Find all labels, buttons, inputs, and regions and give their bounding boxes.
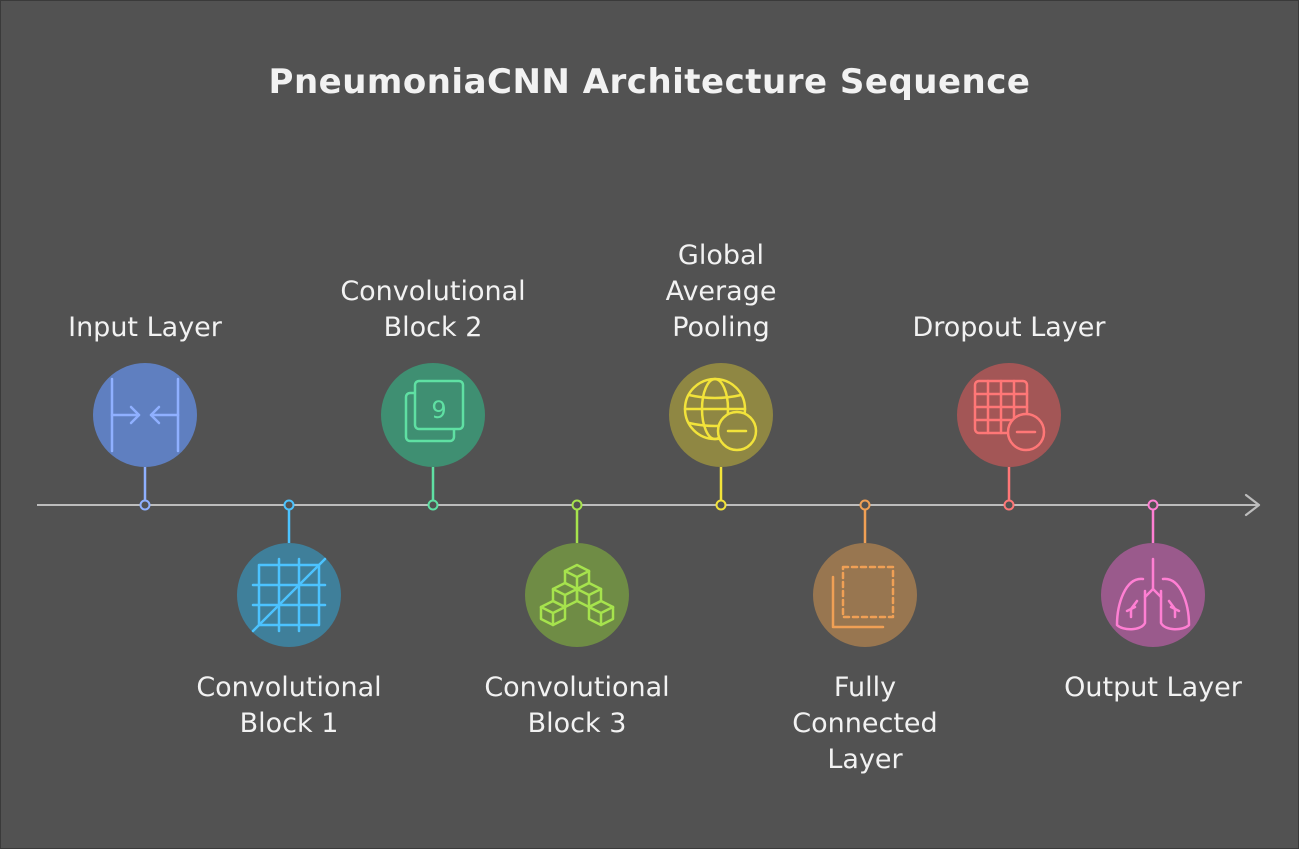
step-circle	[957, 363, 1061, 467]
step-node-6	[813, 499, 917, 647]
timeline-marker	[427, 499, 439, 511]
step-label: Dropout Layer	[912, 312, 1106, 343]
timeline-marker	[283, 499, 295, 511]
timeline-marker	[1147, 499, 1159, 511]
step-label: Global Average Pooling	[665, 240, 777, 343]
globe-minus-icon	[683, 377, 758, 452]
step-label: Convolutional Block 1	[196, 672, 382, 739]
stacked-nine-icon: 9	[404, 379, 465, 443]
step-node-3: 9	[381, 363, 485, 511]
step-label: Input Layer	[68, 312, 222, 343]
step-circle	[813, 543, 917, 647]
step-label: Convolutional Block 2	[340, 276, 526, 343]
timeline-marker	[1003, 499, 1015, 511]
step-node-8	[1101, 499, 1205, 647]
timeline-arrowhead	[1244, 493, 1261, 517]
timeline-marker	[715, 499, 727, 511]
diagram-title: PneumoniaCNN Architecture Sequence	[268, 62, 1031, 102]
timeline-marker	[571, 499, 583, 511]
timeline-marker	[859, 499, 871, 511]
table-minus-icon	[973, 379, 1046, 452]
step-label: Fully Connected Layer	[792, 672, 938, 775]
arrows-inward-icon	[110, 377, 180, 453]
step-circle	[1101, 543, 1205, 647]
step-circle	[93, 363, 197, 467]
svg-text:9: 9	[431, 396, 446, 424]
step-label: Convolutional Block 3	[484, 672, 670, 739]
grid-slash-icon	[251, 557, 327, 633]
step-label: Output Layer	[1064, 672, 1242, 703]
cubes-icon	[539, 563, 615, 627]
step-node-4	[525, 499, 629, 647]
timeline-marker	[139, 499, 151, 511]
dashed-square-icon	[831, 565, 895, 629]
lungs-icon	[1115, 557, 1191, 631]
step-node-7	[957, 363, 1061, 511]
step-node-2	[237, 499, 341, 647]
step-node-1	[93, 363, 197, 511]
step-node-5	[669, 363, 773, 511]
